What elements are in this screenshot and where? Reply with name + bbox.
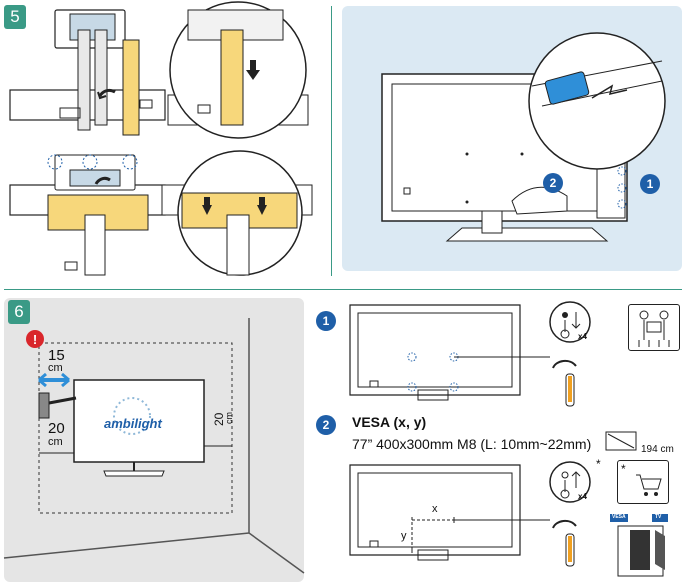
wall-bracket-icon [610,514,668,577]
top-gap-value: 15 [48,347,65,364]
callout-1-panel: 1 [640,174,660,194]
screw-icon [549,301,591,407]
tv-back-stand-illustration [381,32,666,242]
zoom-circle-tape-bottom [161,150,313,276]
bracket-label-vesa: VESA [612,514,626,520]
step-6-2-number: 2 [316,415,336,435]
asterisk-cart: * [621,462,626,476]
wall-room-illustration [3,318,305,574]
step-6-1-number: 1 [316,311,336,331]
tv-back-holes-illustration [349,304,550,401]
right-gap-unit: cm [224,412,234,424]
bracket-label-tv: TV [655,514,662,520]
zoom-circle-tape-top [167,1,309,139]
top-gap-unit: cm [48,362,63,374]
stand-tape-illustration-bottom [9,154,166,276]
tv-back-vesa-illustration [349,464,550,561]
screw-count-2: x4 [578,492,587,501]
asterisk-screw: * [596,457,601,471]
step-5-badge: 5 [4,5,26,29]
step5-divider [331,6,332,276]
screen-size-icon [605,431,637,451]
screw-count-1: x4 [578,332,587,341]
screen-size-value: 194 cm [641,444,674,455]
left-gap-value: 20 [48,420,65,437]
cart-icon [617,460,669,504]
stand-tape-illustration-top [9,9,166,136]
ambilight-logo: ambilight [104,416,162,431]
section-separator [4,289,682,290]
left-gap-unit: cm [48,436,63,448]
dim-y-label: y [401,530,407,542]
step-6-badge: 6 [8,300,30,324]
dim-x-label: x [432,503,438,515]
screw-icon-2 [549,461,591,567]
vesa-title: VESA (x, y) [352,414,427,430]
callout-2-panel: 2 [543,173,563,193]
vesa-spec: 77” 400x300mm M8 (L: 10mm~22mm) [352,436,592,452]
two-person-lift-icon [628,304,680,351]
warning-icon: ! [26,330,44,348]
